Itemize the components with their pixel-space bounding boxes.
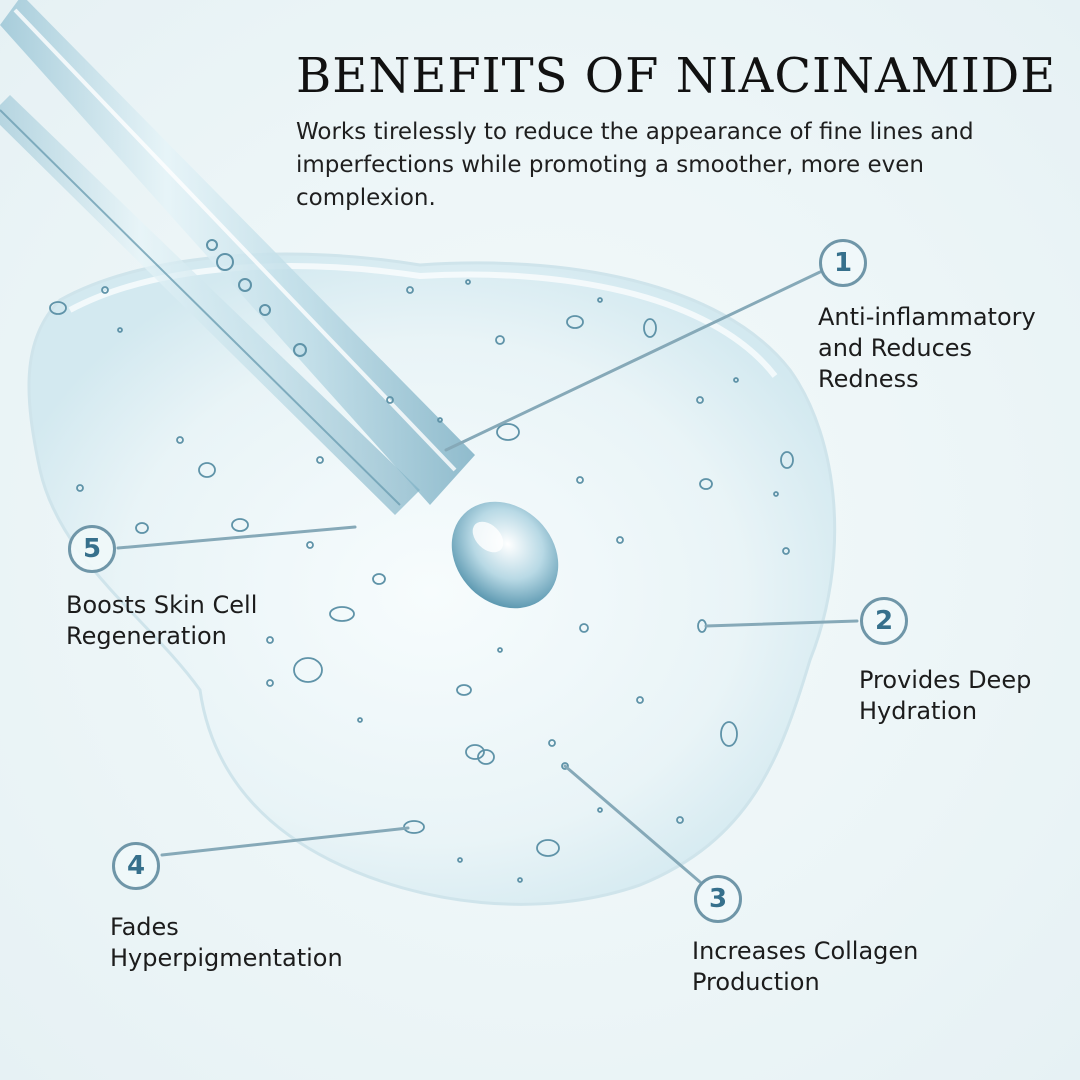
benefit-1-line3: Redness bbox=[818, 365, 919, 393]
benefit-1-line1: Anti-inflammatory bbox=[818, 303, 1036, 331]
benefit-4-label: Fades Hyperpigmentation bbox=[110, 912, 343, 974]
benefit-4-line2: Hyperpigmentation bbox=[110, 944, 343, 972]
bubbles bbox=[49, 279, 794, 883]
serum-dropper-icon bbox=[0, 0, 559, 609]
page-title: BENEFITS OF NIACINAMIDE bbox=[296, 48, 1057, 104]
benefit-2-line2: Hydration bbox=[859, 697, 978, 725]
page-subtitle: Works tirelessly to reduce the appearanc… bbox=[296, 119, 974, 211]
benefit-5-label: Boosts Skin Cell Regeneration bbox=[66, 590, 257, 652]
benefit-4-badge: 4 bbox=[112, 842, 160, 890]
benefit-2-line1: Provides Deep bbox=[859, 666, 1032, 694]
benefit-5-badge: 5 bbox=[68, 525, 116, 573]
benefit-5-line2: Regeneration bbox=[66, 622, 227, 650]
benefit-3-label: Increases Collagen Production bbox=[692, 936, 918, 998]
connector-lines bbox=[116, 270, 859, 884]
benefit-2-badge: 2 bbox=[860, 597, 908, 645]
benefit-5-line1: Boosts Skin Cell bbox=[66, 591, 258, 619]
benefit-1-badge: 1 bbox=[819, 239, 867, 287]
benefit-4-line1: Fades bbox=[110, 913, 179, 941]
benefit-3-badge: 3 bbox=[694, 875, 742, 923]
benefit-1-line2: and Reduces bbox=[818, 334, 973, 362]
benefit-3-line2: Production bbox=[692, 968, 820, 996]
serum-drop-icon bbox=[27, 252, 837, 906]
benefit-1-label: Anti-inflammatory and Reduces Redness bbox=[818, 302, 1036, 395]
benefit-2-label: Provides Deep Hydration bbox=[859, 665, 1031, 727]
benefit-3-line1: Increases Collagen bbox=[692, 937, 919, 965]
